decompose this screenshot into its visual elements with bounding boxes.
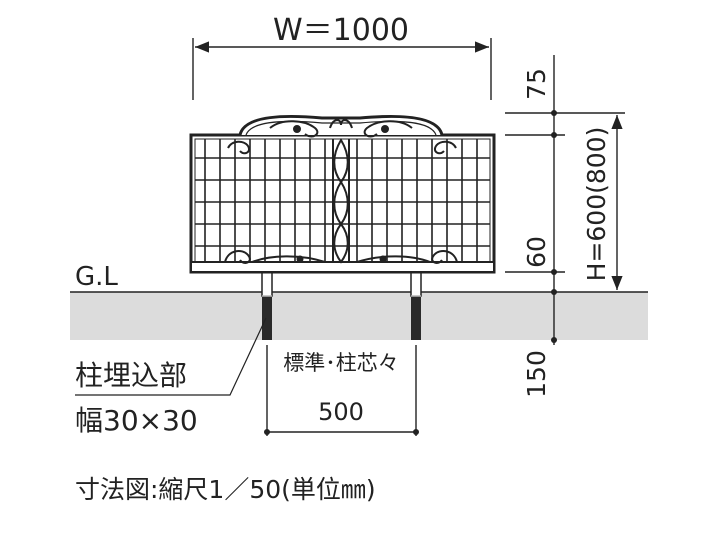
pitch-caption: 標準･柱芯々: [283, 351, 399, 375]
pitch-dimension: [266, 345, 417, 436]
post-embed-label: 柱埋込部: [75, 359, 187, 392]
pitch-dot-left: [264, 429, 270, 435]
fence-panel: [189, 114, 496, 274]
height-label: H=600(800): [582, 127, 611, 282]
top-offset-label: 75: [522, 68, 551, 100]
scale-note: 寸法図:縮尺1／50(単位㎜): [75, 475, 376, 504]
ground-line-label: G.L: [75, 262, 118, 292]
post-size-label: 幅30×30: [75, 404, 198, 437]
buried-post-right: [410, 269, 422, 340]
width-dimension: [192, 38, 492, 100]
buried-post-left: [261, 269, 273, 340]
bottom-gap-label: 60: [522, 236, 551, 268]
ground-area: [70, 292, 648, 340]
width-label: W＝1000: [273, 13, 409, 48]
dimension-dots: [551, 110, 557, 343]
pitch-dot-right: [413, 429, 419, 435]
post-leader-line: [75, 317, 267, 396]
pitch-value: 500: [318, 398, 364, 426]
embed-depth-label: 150: [522, 350, 551, 398]
